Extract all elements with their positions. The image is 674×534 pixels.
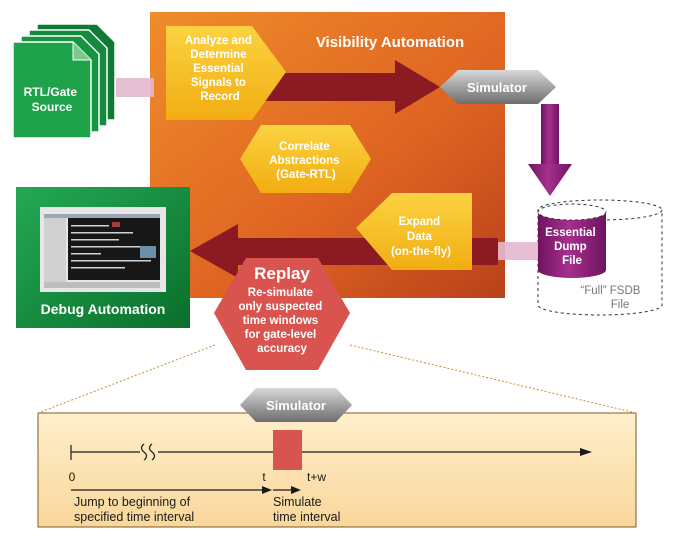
dump-connector [498, 242, 538, 260]
timeline-panel [37, 412, 637, 528]
simulator-bottom-label: Simulator [266, 398, 326, 413]
axis-break-icon [140, 443, 156, 461]
essential-dump-label: Essential Dump File [545, 227, 599, 267]
source-label: RTL/Gate Source [24, 85, 81, 114]
simulator-top [440, 70, 556, 104]
zoom-guides [37, 344, 637, 414]
arrow-to-dump [528, 104, 572, 196]
replay-title: Replay [254, 264, 310, 283]
source-connector [116, 78, 154, 97]
replay-shape [214, 258, 350, 370]
full-fsdb-label: “Full” FSDB File [580, 285, 643, 311]
tick-0-label: 0 [69, 470, 76, 484]
simulate-arrow [273, 486, 301, 494]
jump-arrow [71, 486, 272, 494]
simulator-top-label: Simulator [467, 80, 527, 95]
source-documents [12, 23, 116, 139]
simulator-bottom [240, 388, 352, 422]
analyze-shape [166, 26, 286, 120]
jump-caption: Jump to beginning of specified time inte… [74, 495, 194, 524]
tick-tw-label: t+w [307, 470, 326, 484]
debug-automation-label: Debug Automation [41, 301, 166, 317]
essential-dump-cylinder [537, 203, 607, 278]
time-window-marker [273, 430, 302, 470]
time-axis [70, 445, 592, 460]
correlate-text: Correlate Abstractions (Gate-RTL) [269, 141, 343, 181]
expand-shape [356, 193, 472, 270]
expand-text: Expand Data (on-the-fly) [391, 216, 451, 258]
replay-text: Re-simulate only suspected time windows … [239, 287, 326, 355]
analyze-text: Analyze and Determine Essential Signals … [185, 35, 255, 103]
waveform-screenshot [40, 207, 166, 292]
simulate-caption: Simulate time interval [273, 495, 340, 524]
visibility-automation-title: Visibility Automation [316, 34, 464, 51]
tick-t-label: t [262, 470, 266, 484]
correlate-shape [240, 125, 371, 193]
